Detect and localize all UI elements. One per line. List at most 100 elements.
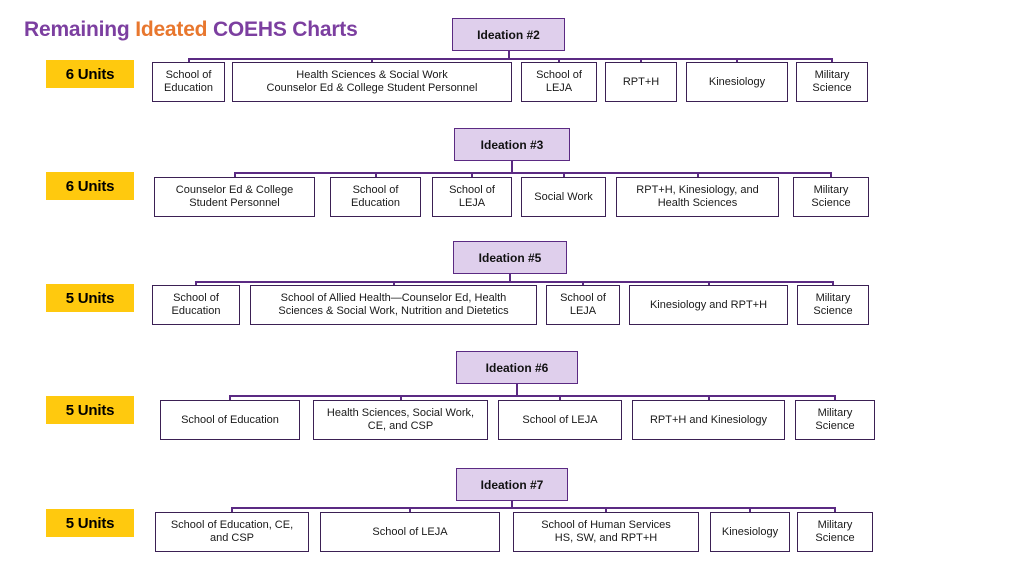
ideation-header-box[interactable]: Ideation #6 [456,351,578,384]
unit-box[interactable]: School of Education [160,400,300,440]
unit-box-label: School of Education, CE,and CSP [171,519,293,545]
connector-drop [605,507,607,512]
connector-drop [471,172,473,177]
units-badge: 6 Units [46,60,134,88]
unit-box-line: LEJA [545,82,573,94]
ideation-header-box[interactable]: Ideation #5 [453,241,567,274]
connector-bus [187,58,833,60]
connector-drop [558,58,560,62]
unit-box[interactable]: School of Education, CE,and CSP [155,512,309,552]
connector-drop [233,172,236,177]
connector-drop [707,281,710,285]
connector-drop [562,172,565,177]
connector-drop [399,395,402,400]
connector-drop [371,58,373,62]
unit-box[interactable]: RPT+H and Kinesiology [632,400,785,440]
connector-stem [507,51,510,58]
unit-box-line: Military [813,184,849,197]
unit-box-label: RPT+H and Kinesiology [650,414,767,427]
unit-box-label: School of LEJA [522,414,597,427]
unit-box-line: LEJA [569,305,597,317]
unit-box-line: School of Education, CE, [170,519,294,532]
unit-box-line: School of Human Services [541,519,671,532]
unit-box[interactable]: Kinesiology and RPT+H [629,285,788,325]
unit-box-line: School of [536,69,582,82]
unit-box-line: RPT+H and Kinesiology [649,413,768,426]
unit-box[interactable]: RPT+H [605,62,677,102]
connector-drop [640,58,642,62]
unit-box-line: School of Allied Health—Counselor Ed, He… [280,292,507,305]
unit-box-label: Health Sciences, Social Work,CE, and CSP [327,407,474,433]
units-badge: 5 Units [46,396,134,424]
units-badge: 5 Units [46,509,134,537]
unit-box[interactable]: School of Allied Health—Counselor Ed, He… [250,285,537,325]
unit-box-line: LEJA [458,197,486,209]
unit-box-line: Military [817,407,853,420]
page-title-part-2: Ideated [135,18,213,42]
connector-drop [582,281,584,285]
connector-drop [834,507,836,512]
ideation-header-box[interactable]: Ideation #3 [454,128,570,161]
ideation-header-box[interactable]: Ideation #7 [456,468,568,501]
unit-box-line: Military [815,292,851,305]
connector-drop [559,395,561,400]
connector-stem [509,274,511,281]
unit-box-line: School of [449,184,495,197]
unit-box-label: Kinesiology [722,526,778,539]
connector-drop [374,172,377,177]
connector-bus [233,172,832,174]
unit-box-line: School of [165,69,212,82]
connector-bus [195,281,834,283]
unit-box-line: School of Education [181,413,279,426]
unit-box-line: Sciences & Social Work, Nutrition and Di… [278,305,509,317]
unit-box[interactable]: Kinesiology [686,62,788,102]
unit-box-line: School of LEJA [522,413,598,426]
unit-box-line: Social Work [534,190,593,203]
unit-box-label: Social Work [534,191,592,204]
unit-box-line: School of LEJA [372,525,448,538]
unit-box-line: School of [352,184,399,197]
unit-box-line: Education [351,197,400,209]
unit-box-label: School of LEJA [372,526,447,539]
unit-box[interactable]: School of LEJA [498,400,622,440]
connector-bus [231,507,836,509]
unit-box[interactable]: Kinesiology [710,512,790,552]
unit-box[interactable]: School of LEJA [320,512,500,552]
page-title-part-1: Remaining [24,18,136,42]
unit-box-line: and CSP [209,532,254,544]
connector-drop [696,172,699,177]
unit-box[interactable]: Health Sciences, Social Work,CE, and CSP [313,400,488,440]
unit-box-label: School of Education [181,414,279,427]
unit-box[interactable]: Social Work [521,177,606,217]
unit-box-line: RPT+H [622,75,660,88]
connector-drop [736,58,738,62]
unit-box-line: Health Sciences [657,197,738,209]
unit-box-line: Health Sciences & Social Work [296,69,448,82]
connector-drop [195,281,197,285]
connector-drop [749,507,751,512]
connector-bus [229,395,836,397]
ideation-header-box[interactable]: Ideation #2 [452,18,565,51]
